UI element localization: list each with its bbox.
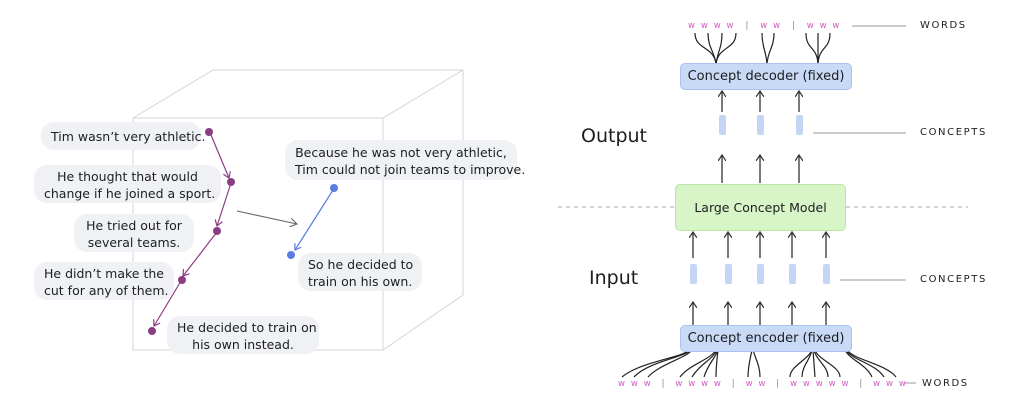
sentence-4-line-2: cut for any of them. <box>44 283 169 298</box>
sentence-2-line-1: He thought that would <box>57 169 198 184</box>
alt-sentence-2-line-2: train on his own. <box>308 274 413 289</box>
trajectory-point-5 <box>148 327 156 335</box>
sentence-1-line-1: Tim wasn’t very athletic. <box>51 129 206 144</box>
input-label: Input <box>589 267 639 289</box>
sentence-5-line-1: He decided to train on <box>177 320 317 335</box>
bottom-word-separator-2: | <box>731 379 737 389</box>
top-word-group-1: w w w w <box>688 21 736 31</box>
top-word-separator-2: | <box>791 21 797 31</box>
bottom-word-group-3: w w <box>745 379 767 389</box>
sentence-bubble-5: He decided to train on his own instead. <box>167 316 319 354</box>
input-concept-arrows <box>693 232 826 325</box>
bottom-word-group-2: w w w w <box>675 379 723 389</box>
output-concept-vector-1 <box>719 115 726 135</box>
bottom-word-separator-3: | <box>776 379 781 389</box>
bottom-word-connectors <box>621 349 897 378</box>
large-concept-model-box: Large Concept Model <box>675 184 846 231</box>
alt-sentence-1-line-1: Because he was not very athletic, <box>295 145 507 160</box>
alt-sentence-2-line-1: So he decided to <box>308 257 414 272</box>
input-concept-vector-3 <box>757 264 764 284</box>
trajectory-point-4 <box>178 276 186 284</box>
alternative-point-1 <box>330 184 338 192</box>
words-label-top: WORDS <box>920 20 967 31</box>
alt-sentence-bubble-2: So he decided to train on his own. <box>298 253 422 291</box>
top-words-group: w w w w | w w | w w w <box>688 21 841 31</box>
sentence-trajectory <box>148 128 235 335</box>
output-label: Output <box>581 125 647 147</box>
trajectory-point-1 <box>205 128 213 136</box>
input-concept-vector-5 <box>823 264 830 284</box>
concepts-label-top: CONCEPTS <box>920 127 987 138</box>
bottom-word-separator-1: | <box>661 379 667 389</box>
bottom-word-group-5: w w w <box>873 379 908 389</box>
trajectory-point-3 <box>213 227 221 235</box>
sentence-2-line-2: change if he joined a sport. <box>44 186 216 201</box>
top-word-separator-1: | <box>745 21 750 31</box>
alternative-arrow <box>295 189 334 250</box>
alternative-trajectory <box>287 184 338 259</box>
trajectory-arrow-1 <box>210 134 229 178</box>
sentence-bubble-2: He thought that would change if he joine… <box>34 165 221 203</box>
paraphrase-arrow <box>236 210 297 224</box>
words-label-bottom: WORDS <box>922 378 969 389</box>
input-concept-vector-1 <box>690 264 697 284</box>
sentence-5-line-2: his own instead. <box>192 337 294 352</box>
bottom-word-separator-4: | <box>859 379 864 389</box>
output-concept-vector-3 <box>796 115 803 135</box>
sentence-3-line-2: several teams. <box>87 235 181 250</box>
top-word-connectors <box>694 32 831 65</box>
alt-sentence-bubble-1: Because he was not very athletic, Tim co… <box>285 140 526 180</box>
alt-sentence-1-line-2: Tim could not join teams to improve. <box>295 162 526 177</box>
sentence-4-line-1: He didn’t make the <box>44 266 164 281</box>
output-concept-vector-2 <box>757 115 764 135</box>
cube-outline <box>132 69 464 351</box>
sentence-bubble-4: He didn’t make the cut for any of them. <box>34 262 174 300</box>
concept-decoder-box: Concept decoder (fixed) <box>680 63 852 90</box>
trajectory-point-2 <box>227 178 235 186</box>
bottom-word-group-4: w w w w w <box>790 379 851 389</box>
input-concept-vector-2 <box>725 264 732 284</box>
label-leader-lines <box>813 25 916 384</box>
alternative-point-2 <box>287 251 295 259</box>
top-word-group-2: w w <box>760 21 782 31</box>
sentence-bubble-1: Tim wasn’t very athletic. <box>41 122 206 150</box>
sentence-bubble-3: He tried out for several teams. <box>74 214 194 252</box>
trajectory-arrow-4 <box>154 280 182 326</box>
sentence-3-line-1: He tried out for <box>86 218 182 233</box>
bottom-word-group-1: w w w <box>618 379 653 389</box>
trajectory-arrow-2 <box>217 182 232 226</box>
concept-encoder-box: Concept encoder (fixed) <box>680 325 852 352</box>
concepts-label-bottom: CONCEPTS <box>920 274 987 285</box>
bottom-words-group: w w w | w w w w | w w | w w w w w | w w … <box>618 379 907 389</box>
trajectory-arrow-3 <box>183 231 218 276</box>
input-concept-vector-4 <box>789 264 796 284</box>
output-concept-arrows <box>722 91 799 183</box>
embedding-cube <box>132 69 464 351</box>
top-word-group-3: w w w <box>806 21 841 31</box>
cube-top-edges <box>133 69 464 119</box>
